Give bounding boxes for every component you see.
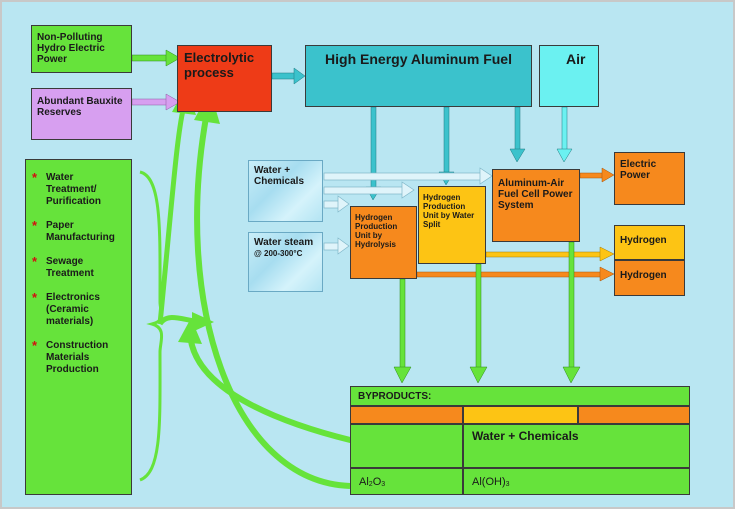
arrow-cell-power-head xyxy=(601,167,615,183)
arrow-hydrolysis-hydrogen-head xyxy=(599,266,615,282)
byproducts-label: BYPRODUCTS: xyxy=(358,391,432,402)
applications-box: * Water Treatment/ Purification * Paper Ma… xyxy=(25,159,132,495)
aloh3-box: Al(OH)3 xyxy=(463,468,690,495)
application-item: * Electronics (Ceramic materials) xyxy=(32,290,125,328)
application-label: Paper Manufacturing xyxy=(46,220,115,243)
hydrogen-box-1: Hydrogen xyxy=(614,225,685,260)
air-label: Air xyxy=(566,51,586,67)
brace xyxy=(139,170,164,482)
hydrolysis-unit-label: Hydrogen Production Unit by Hydrolysis xyxy=(355,213,398,249)
byproducts-strip-orange-right xyxy=(578,406,690,424)
water-chemicals-output-label: Water + Chemicals xyxy=(472,429,579,443)
arrow-cell-power-shaft xyxy=(579,172,605,179)
arrow-water-mid-shaft xyxy=(323,186,405,195)
arrow-water-long-head xyxy=(479,167,493,185)
bullet-mark: * xyxy=(32,254,38,269)
hydrogen-label-1: Hydrogen xyxy=(620,235,667,246)
arrow-cell-byproducts-head xyxy=(562,366,581,384)
bullet-mark: * xyxy=(32,338,38,353)
hydrogen-label-2: Hydrogen xyxy=(620,270,667,281)
arrow-split-byproducts-shaft xyxy=(475,263,482,370)
arrow-cell-byproducts-shaft xyxy=(568,241,575,370)
water-chemicals-output-box: Water + Chemicals xyxy=(463,424,690,468)
aluminum-fuel-box: High Energy Aluminum Fuel xyxy=(305,45,532,107)
water-steam-temp: @ 200-300°C xyxy=(254,249,303,258)
arrow-hydrolysis-byproducts-shaft xyxy=(399,278,406,370)
fuel-cell-box: Aluminum-Air Fuel Cell Power System xyxy=(492,169,580,242)
application-item: * Water Treatment/ Purification xyxy=(32,170,125,208)
application-label: Electronics (Ceramic materials) xyxy=(46,292,100,327)
arrow-fuel-hydrolysis-shaft xyxy=(370,106,377,190)
electric-power-box: Electric Power xyxy=(614,152,685,205)
curve-arrowhead-2 xyxy=(178,318,202,344)
byproducts-strip-orange-left xyxy=(350,406,463,424)
arrow-hydro-shaft xyxy=(131,54,169,62)
water-steam-box: Water steam @ 200-300°C xyxy=(248,232,323,292)
hydrogen-box-2: Hydrogen xyxy=(614,260,685,296)
application-label: Construction Materials Production xyxy=(46,340,109,375)
arrow-fuel-cell-head xyxy=(509,148,526,163)
curve-arrowhead-4 xyxy=(192,312,214,332)
application-item: * Construction Materials Production xyxy=(32,338,125,376)
electrolytic-process-box: Electrolytic process xyxy=(177,45,272,112)
arrow-split-hydrogen-shaft xyxy=(485,251,603,258)
arrow-fuel-split-shaft xyxy=(443,106,450,175)
byproducts-filler-box xyxy=(350,424,463,468)
byproducts-strip-yellow xyxy=(463,406,578,424)
arrow-water-short-head xyxy=(337,195,350,213)
water-chemicals-input-label: Water + Chemicals xyxy=(254,165,305,187)
hydro-power-label: Non-Polluting Hydro Electric Power xyxy=(37,32,105,65)
curve-arrow-4 xyxy=(157,315,203,326)
al2o3-label: Al2O3 xyxy=(359,476,386,488)
arrow-water-long-shaft xyxy=(323,172,483,181)
bauxite-label: Abundant Bauxite Reserves xyxy=(37,96,123,118)
arrow-fuel-cell-shaft xyxy=(514,106,521,152)
water-split-unit-label: Hydrogen Production Unit by Water Split xyxy=(423,193,475,229)
arrow-split-byproducts-head xyxy=(469,366,488,384)
arrow-electrolytic-fuel-head xyxy=(293,67,306,85)
hydro-power-box: Non-Polluting Hydro Electric Power xyxy=(31,25,132,73)
air-box: Air xyxy=(539,45,599,107)
application-item: * Sewage Treatment xyxy=(32,254,125,280)
arrow-steam-head xyxy=(337,237,350,255)
water-split-unit-box: Hydrogen Production Unit by Water Split xyxy=(418,186,486,264)
arrow-water-mid-head xyxy=(401,181,415,199)
arrow-water-short-shaft xyxy=(323,200,341,209)
application-label: Sewage Treatment xyxy=(46,256,94,279)
hydrolysis-unit-box: Hydrogen Production Unit by Hydrolysis xyxy=(350,206,417,279)
arrow-split-hydrogen-head xyxy=(599,246,615,262)
arrow-electrolytic-fuel-shaft xyxy=(271,72,297,80)
arrow-steam-shaft xyxy=(323,242,341,251)
arrow-air-cell-shaft xyxy=(561,106,568,152)
curve-arrow-3 xyxy=(157,105,187,325)
arrow-hydrolysis-byproducts-head xyxy=(393,366,412,384)
bullet-mark: * xyxy=(32,170,38,185)
arrow-air-cell-head xyxy=(556,148,573,163)
application-label: Water Treatment/ Purification xyxy=(46,172,102,207)
fuel-cell-label: Aluminum-Air Fuel Cell Power System xyxy=(498,178,573,211)
aloh3-label: Al(OH)3 xyxy=(472,476,510,488)
aluminum-fuel-label: High Energy Aluminum Fuel xyxy=(325,51,512,67)
al2o3-box: Al2O3 xyxy=(350,468,463,495)
byproducts-header-box: BYPRODUCTS: xyxy=(350,386,690,406)
electric-power-label: Electric Power xyxy=(620,159,657,181)
arrow-bauxite-shaft xyxy=(131,98,169,106)
water-steam-label: Water steam xyxy=(254,237,314,248)
arrow-hydrolysis-hydrogen-shaft xyxy=(416,271,603,278)
electrolytic-process-label: Electrolytic process xyxy=(184,50,255,80)
arrow-fuel-split-head xyxy=(438,171,455,186)
bullet-mark: * xyxy=(32,218,38,233)
application-item: * Paper Manufacturing xyxy=(32,218,125,244)
bullet-mark: * xyxy=(32,290,38,305)
water-chemicals-input-box: Water + Chemicals xyxy=(248,160,323,222)
bauxite-box: Abundant Bauxite Reserves xyxy=(31,88,132,140)
arrow-fuel-hydrolysis-head xyxy=(365,186,382,201)
